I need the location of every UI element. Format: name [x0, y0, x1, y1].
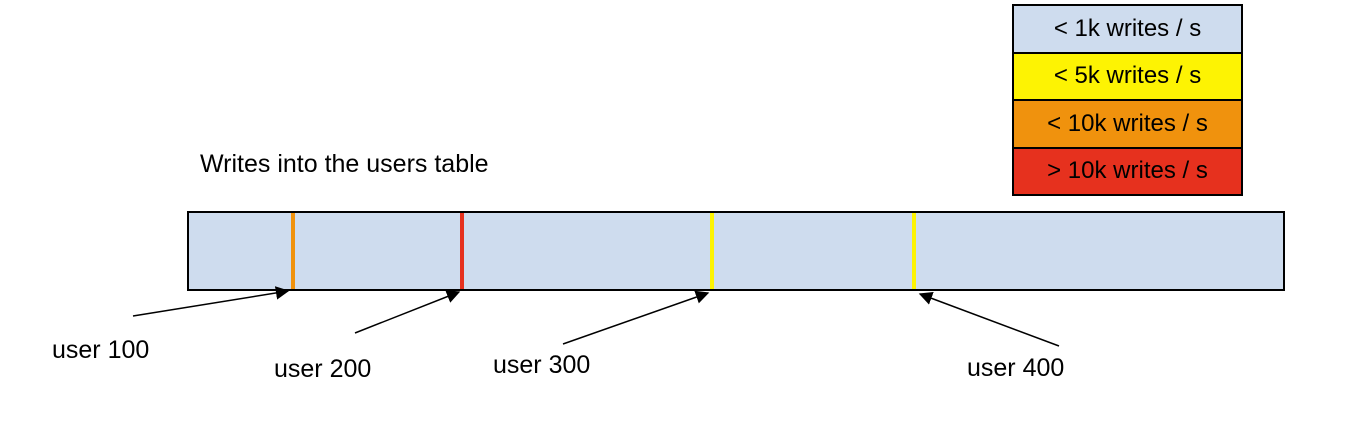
legend: < 1k writes / s < 5k writes / s < 10k wr… [1012, 4, 1243, 196]
write-stripe-user-400 [912, 213, 916, 289]
legend-row-lt-10k: < 10k writes / s [1014, 101, 1241, 149]
write-stripe-user-300 [710, 213, 714, 289]
arrow-user-200 [354, 290, 461, 334]
legend-row-lt-5k: < 5k writes / s [1014, 53, 1241, 101]
arrow-user-400 [918, 291, 1060, 347]
diagram-title: Writes into the users table [200, 150, 489, 178]
write-stripe-user-200 [460, 213, 464, 289]
callout-label-user-400: user 400 [967, 354, 1065, 382]
arrow-user-100 [132, 286, 290, 317]
legend-row-lt-1k: < 1k writes / s [1014, 6, 1241, 54]
callout-label-user-200: user 200 [274, 355, 372, 383]
callout-label-user-100: user 100 [52, 336, 150, 364]
callout-label-user-300: user 300 [493, 351, 591, 379]
write-stripe-user-100 [291, 213, 295, 289]
legend-row-gt-10k: > 10k writes / s [1014, 148, 1241, 194]
arrow-user-300 [562, 290, 710, 345]
users-table-bar [187, 211, 1285, 291]
